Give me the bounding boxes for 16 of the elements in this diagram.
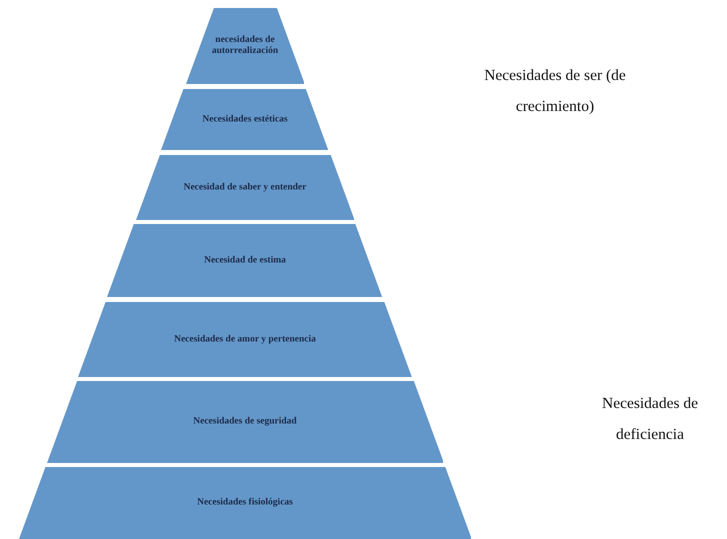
pyramid-level <box>18 467 472 539</box>
pyramid-level <box>136 155 354 220</box>
pyramid-level <box>78 302 412 377</box>
level-label: Necesidades estéticas <box>201 114 289 125</box>
level-label: necesidades de autorrealización <box>210 35 280 57</box>
level-label: Necesidades de seguridad <box>192 416 298 428</box>
group-label: Necesidades de deficiencia <box>601 394 699 445</box>
pyramid-level <box>186 8 304 84</box>
pyramid-level <box>46 381 444 463</box>
pyramid-level <box>107 224 383 297</box>
level-label: Necesidad de estima <box>203 255 287 266</box>
group-label: Necesidades de ser (de crecimiento) <box>483 66 627 117</box>
level-label: Necesidad de saber y entender <box>182 182 308 193</box>
pyramid-level <box>161 89 329 150</box>
level-label: Necesidades de amor y pertenencia <box>173 334 317 345</box>
level-label: Necesidades fisiológicas <box>196 498 294 508</box>
